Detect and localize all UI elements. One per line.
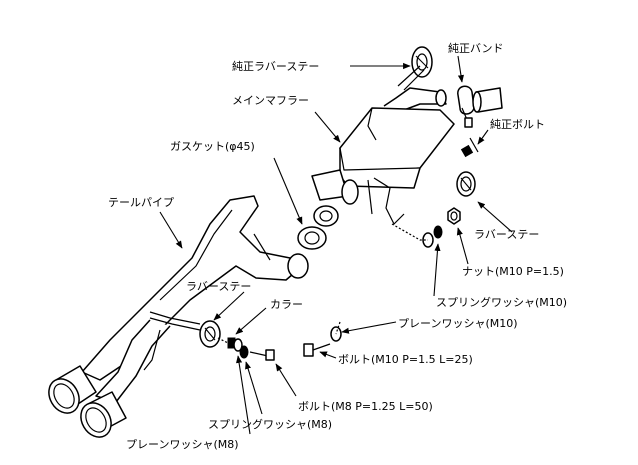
label-spring-washer-m8: スプリングワッシャ(M8) <box>208 417 332 431</box>
rubber-stay-right-part <box>456 171 476 197</box>
oem-bolt-part <box>460 137 479 158</box>
bolt-m8-part <box>249 349 275 361</box>
label-oem-band: 純正バンド <box>448 42 504 55</box>
label-plain-washer-m10: プレーンワッシャ(M10) <box>398 317 518 330</box>
label-bolt-m10: ボルト(M10 P=1.5 L=25) <box>338 353 473 366</box>
spring-washer-m8-part <box>239 345 249 359</box>
label-rubber-stay-left: ラバーステー <box>186 280 251 293</box>
label-oem-bolt: 純正ボルト <box>490 118 545 131</box>
main-muffler-part <box>339 107 455 189</box>
assembly-lines <box>217 223 428 344</box>
label-oem-rubber-stay: 純正ラバーステー <box>232 60 319 73</box>
bolt-m10-part <box>303 343 331 357</box>
label-main-muffler: メインマフラー <box>232 94 309 107</box>
gasket-part <box>297 205 339 250</box>
label-spring-washer-m10: スプリングワッシャ(M10) <box>436 295 567 309</box>
label-rubber-stay-right: ラバーステー <box>474 228 539 241</box>
exhaust-tip-upper <box>48 365 97 414</box>
label-nut-m10: ナット(M10 P=1.5) <box>462 265 564 278</box>
oem-pipe-stub <box>472 87 503 113</box>
oem-band-part <box>457 85 475 128</box>
label-bolt-m8: ボルト(M8 P=1.25 L=50) <box>298 400 433 413</box>
label-collar: カラー <box>270 298 303 311</box>
exhaust-tip-lower <box>80 391 127 438</box>
leader-lines <box>159 55 513 435</box>
spring-washer-m10-part <box>433 225 443 239</box>
rubber-stay-left-part <box>199 320 221 348</box>
label-plain-washer-m8: プレーンワッシャ(M8) <box>126 438 239 451</box>
label-tail-pipe: テールパイプ <box>108 196 174 209</box>
tail-pipe-part <box>81 195 309 403</box>
label-gasket: ガスケット(φ45) <box>170 140 255 153</box>
nut-m10-part <box>447 207 461 225</box>
plain-washer-m8-part <box>233 338 243 352</box>
muffler-outlet <box>311 169 405 225</box>
